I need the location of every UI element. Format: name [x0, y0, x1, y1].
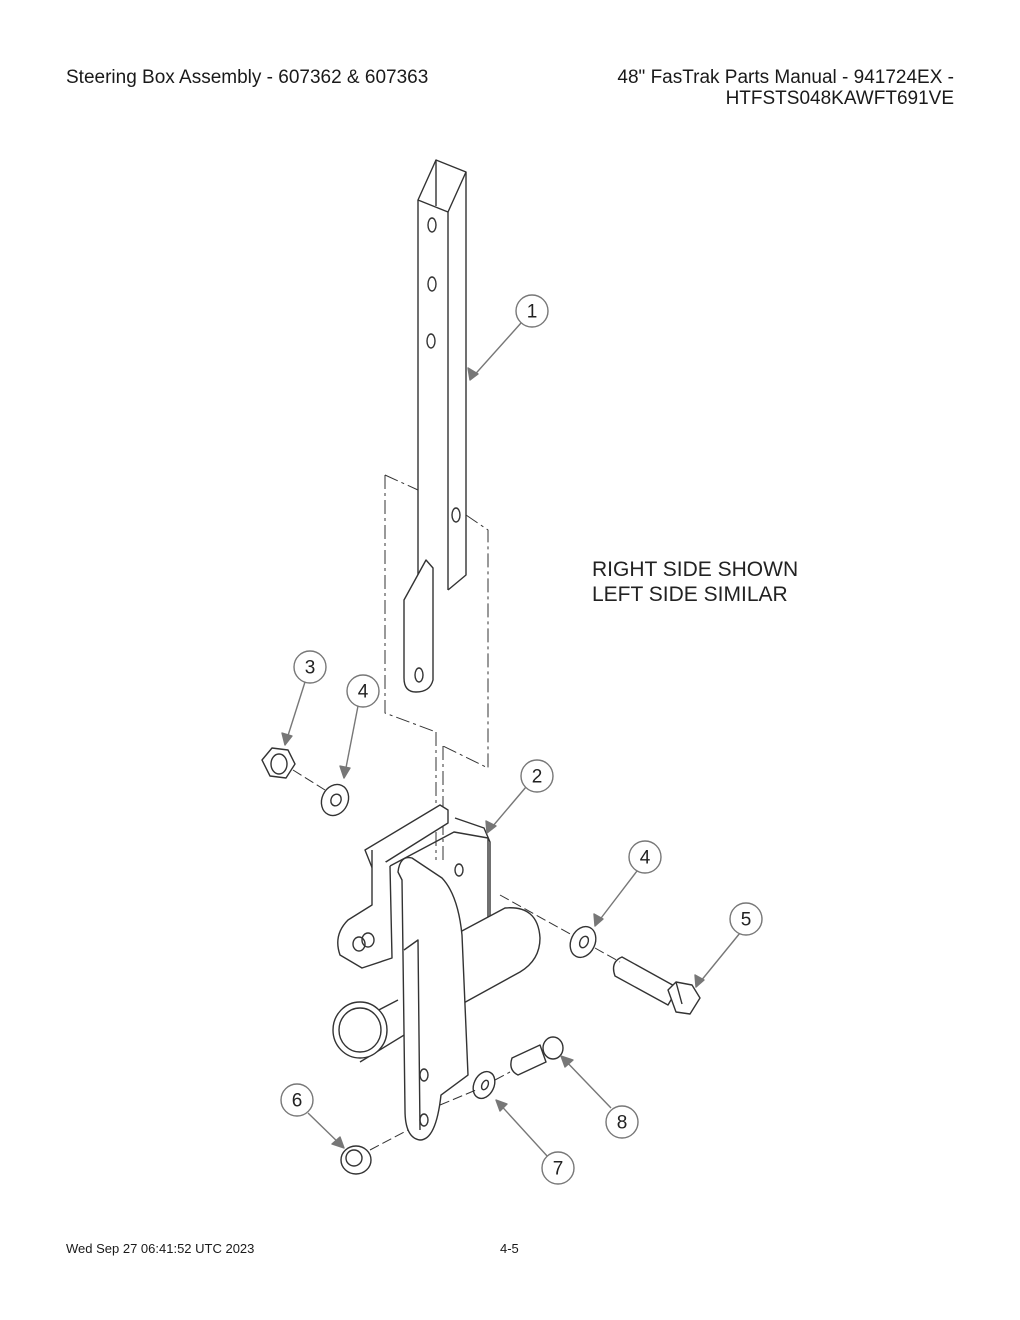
callout-8: 8 [617, 1113, 628, 1134]
callout-6: 6 [292, 1091, 303, 1112]
part-flange-nut [340, 1145, 372, 1175]
callout-4-right: 4 [640, 848, 651, 869]
callout-2: 2 [532, 767, 543, 788]
page-number: 4-5 [500, 1241, 519, 1256]
callout-3: 3 [305, 658, 316, 679]
callout-circles [280, 294, 763, 1185]
page-title: Steering Box Assembly - 607362 & 607363 [66, 67, 429, 88]
callout-1: 1 [527, 302, 538, 323]
part-lock-nut [261, 747, 296, 779]
part-steering-box [332, 804, 541, 1141]
alignment-lines [292, 769, 621, 1151]
part-ball-stud [510, 1036, 564, 1076]
manual-reference: 48" FasTrak Parts Manual - 941724EX - HT… [617, 67, 954, 109]
leader-lines [281, 322, 741, 1158]
part-washer-right [569, 925, 597, 959]
part-washer-small [472, 1070, 496, 1100]
part-steering-lever [403, 159, 467, 693]
part-hex-bolt [612, 956, 701, 1015]
callout-4-left: 4 [358, 682, 369, 703]
callout-7: 7 [553, 1159, 564, 1180]
manual-reference-line2: HTFSTS048KAWFT691VE [725, 88, 954, 109]
manual-reference-line1: 48" FasTrak Parts Manual - 941724EX - [617, 67, 954, 88]
callout-5: 5 [741, 910, 752, 931]
note-line-1: RIGHT SIDE SHOWN [592, 558, 798, 581]
phantom-outline [384, 474, 489, 860]
note-line-2: LEFT SIDE SIMILAR [592, 583, 788, 606]
footer-timestamp: Wed Sep 27 06:41:52 UTC 2023 [66, 1241, 255, 1256]
part-washer-left [320, 783, 350, 817]
